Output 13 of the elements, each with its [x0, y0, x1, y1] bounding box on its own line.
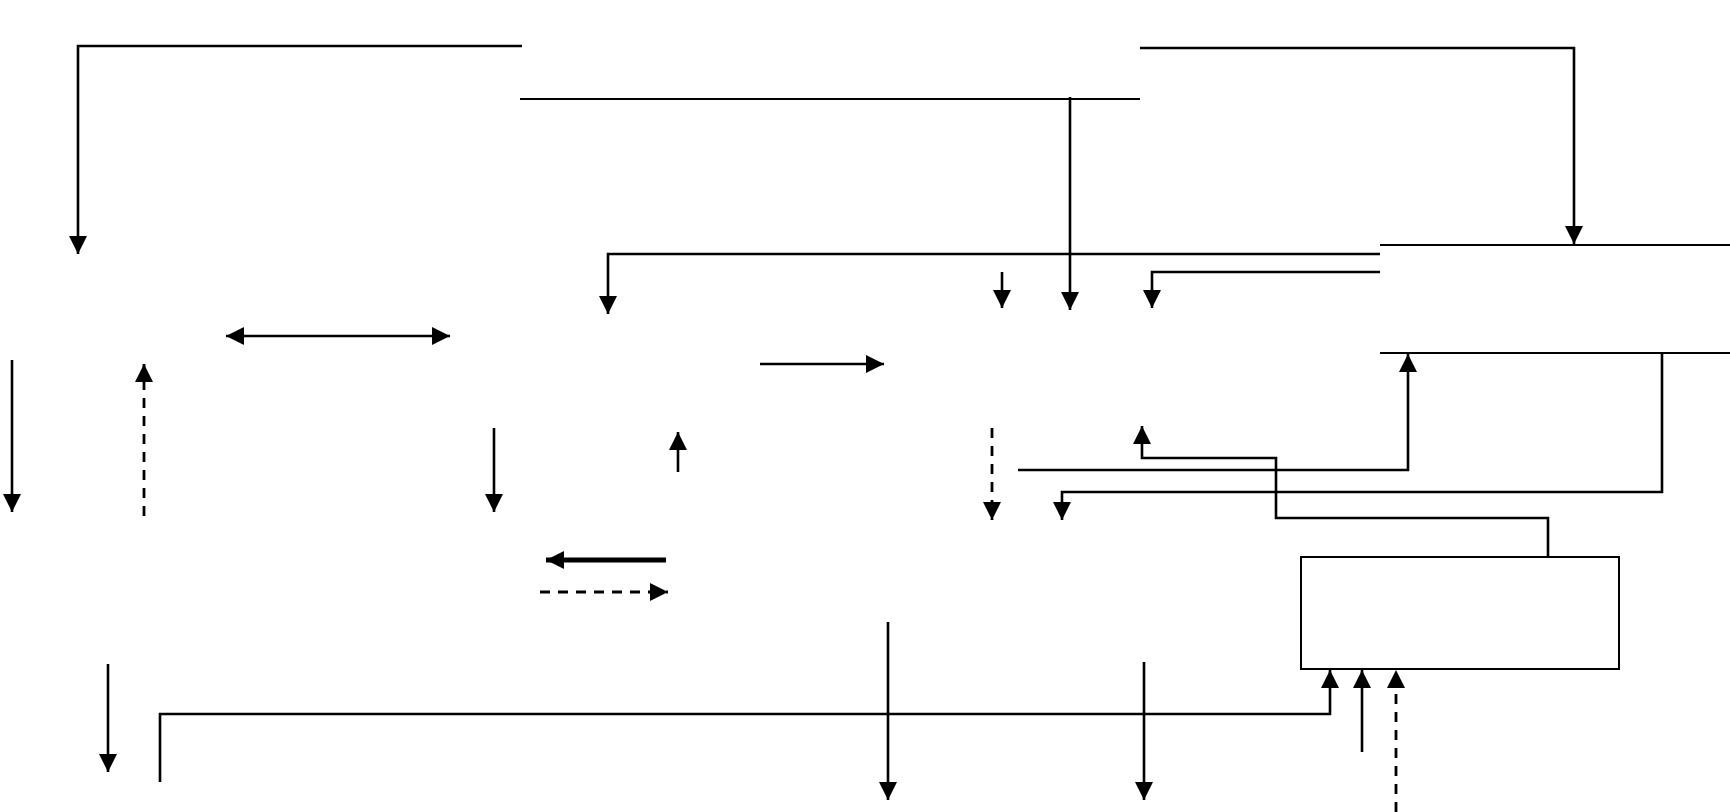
arrow: [1133, 426, 1550, 556]
process-box: [1300, 556, 1620, 670]
data-store: [1380, 244, 1730, 354]
horizontal-line: [520, 97, 1140, 100]
arrow: [599, 252, 1380, 314]
arrow: [1018, 354, 1417, 472]
arrow: [1353, 670, 1371, 752]
arrow: [1143, 270, 1380, 308]
arrow: [1140, 46, 1583, 244]
arrow: [1053, 354, 1664, 520]
dashed-arrow: [1387, 670, 1405, 812]
arrow: [1061, 97, 1079, 310]
arrow: [158, 670, 1339, 782]
